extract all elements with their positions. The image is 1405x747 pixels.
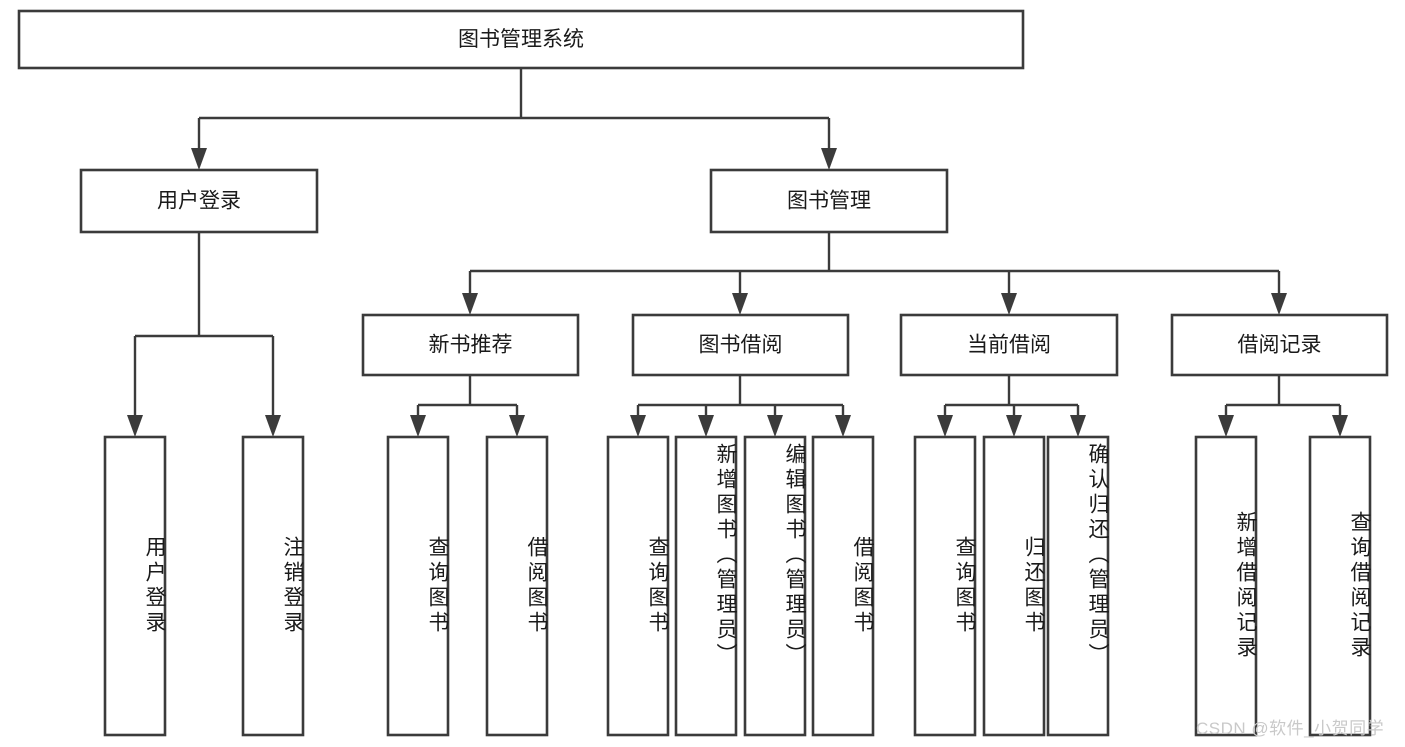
- node-box-root[interactable]: [17, 9, 1025, 70]
- node-leaf-confirm-return-admin[interactable]: [1046, 435, 1110, 737]
- node-box-level2[interactable]: [899, 313, 1119, 377]
- node-box-leaf[interactable]: [1308, 435, 1372, 737]
- connector-arrowhead-icon: [1070, 415, 1086, 437]
- node-box-level2[interactable]: [631, 313, 850, 377]
- node-leaf-edit-book-admin[interactable]: [743, 435, 807, 737]
- node-leaf-add-book-admin[interactable]: [674, 435, 738, 737]
- connector-arrowhead-icon: [732, 293, 748, 315]
- node-leaf-query-book-current[interactable]: [913, 435, 977, 737]
- connector-current-borrow: [937, 375, 1086, 437]
- connector-user-login: [127, 232, 281, 437]
- connector-arrowhead-icon: [1001, 293, 1017, 315]
- connector-arrowhead-icon: [462, 293, 478, 315]
- node-label: 当前借阅: [967, 334, 1051, 357]
- node-box-leaf[interactable]: [103, 435, 167, 737]
- node-leaf-logout[interactable]: [241, 435, 305, 737]
- node-box-level2[interactable]: [1170, 313, 1389, 377]
- node-box-level1[interactable]: [709, 168, 949, 234]
- node-label: 用户登录: [157, 190, 241, 213]
- connector-arrowhead-icon: [1332, 415, 1348, 437]
- connector-arrowhead-icon: [835, 415, 851, 437]
- connector-arrowhead-icon: [1271, 293, 1287, 315]
- connector-root: [191, 68, 837, 170]
- connectors-layer: [127, 68, 1348, 437]
- watermark-text: CSDN @软件_小贺同学: [1196, 719, 1385, 738]
- connector-arrowhead-icon: [1006, 415, 1022, 437]
- connector-book-management: [462, 232, 1287, 315]
- node-current-borrow[interactable]: 当前借阅: [899, 313, 1119, 377]
- connector-arrowhead-icon: [698, 415, 714, 437]
- node-box-level2[interactable]: [361, 313, 580, 377]
- node-leaf-return-book[interactable]: [982, 435, 1046, 737]
- connector-arrowhead-icon: [127, 415, 143, 437]
- node-box-leaf[interactable]: [743, 435, 807, 737]
- node-leaf-query-book-borrow[interactable]: [606, 435, 670, 737]
- connector-arrowhead-icon: [630, 415, 646, 437]
- node-new-book-recommend[interactable]: 新书推荐: [361, 313, 580, 377]
- node-leaf-add-borrow-record[interactable]: [1194, 435, 1258, 737]
- node-leaf-borrow-book-new[interactable]: [485, 435, 549, 737]
- node-label: 借阅记录: [1238, 334, 1322, 357]
- node-book-borrow[interactable]: 图书借阅: [631, 313, 850, 377]
- connector-arrowhead-icon: [821, 148, 837, 170]
- node-user-login[interactable]: 用户登录: [79, 168, 319, 234]
- node-leaf-query-book-new[interactable]: [386, 435, 450, 737]
- node-box-leaf[interactable]: [811, 435, 875, 737]
- connector-arrowhead-icon: [410, 415, 426, 437]
- node-box-leaf[interactable]: [913, 435, 977, 737]
- node-box-leaf[interactable]: [241, 435, 305, 737]
- node-label: 图书借阅: [699, 334, 783, 357]
- node-label: 图书管理系统: [458, 28, 584, 51]
- connector-book-borrow: [630, 375, 851, 437]
- node-box-leaf[interactable]: [386, 435, 450, 737]
- connector-arrowhead-icon: [1218, 415, 1234, 437]
- node-label: 图书管理: [787, 190, 871, 213]
- connector-arrowhead-icon: [767, 415, 783, 437]
- connector-arrowhead-icon: [265, 415, 281, 437]
- node-root[interactable]: 图书管理系统: [17, 9, 1025, 70]
- node-box-leaf[interactable]: [1194, 435, 1258, 737]
- node-leaf-user-login[interactable]: [103, 435, 167, 737]
- node-borrow-record[interactable]: 借阅记录: [1170, 313, 1389, 377]
- node-box-leaf[interactable]: [485, 435, 549, 737]
- node-box-level1[interactable]: [79, 168, 319, 234]
- node-leaf-query-borrow-record[interactable]: [1308, 435, 1372, 737]
- connector-arrowhead-icon: [191, 148, 207, 170]
- node-book-management[interactable]: 图书管理: [709, 168, 949, 234]
- connector-new-book-recommend: [410, 375, 525, 437]
- node-leaf-borrow-book[interactable]: [811, 435, 875, 737]
- node-box-leaf[interactable]: [982, 435, 1046, 737]
- connector-arrowhead-icon: [937, 415, 953, 437]
- node-label: 新书推荐: [429, 334, 513, 357]
- node-box-leaf[interactable]: [606, 435, 670, 737]
- connector-borrow-record: [1218, 375, 1348, 437]
- node-box-leaf[interactable]: [674, 435, 738, 737]
- node-box-leaf[interactable]: [1046, 435, 1110, 737]
- connector-arrowhead-icon: [509, 415, 525, 437]
